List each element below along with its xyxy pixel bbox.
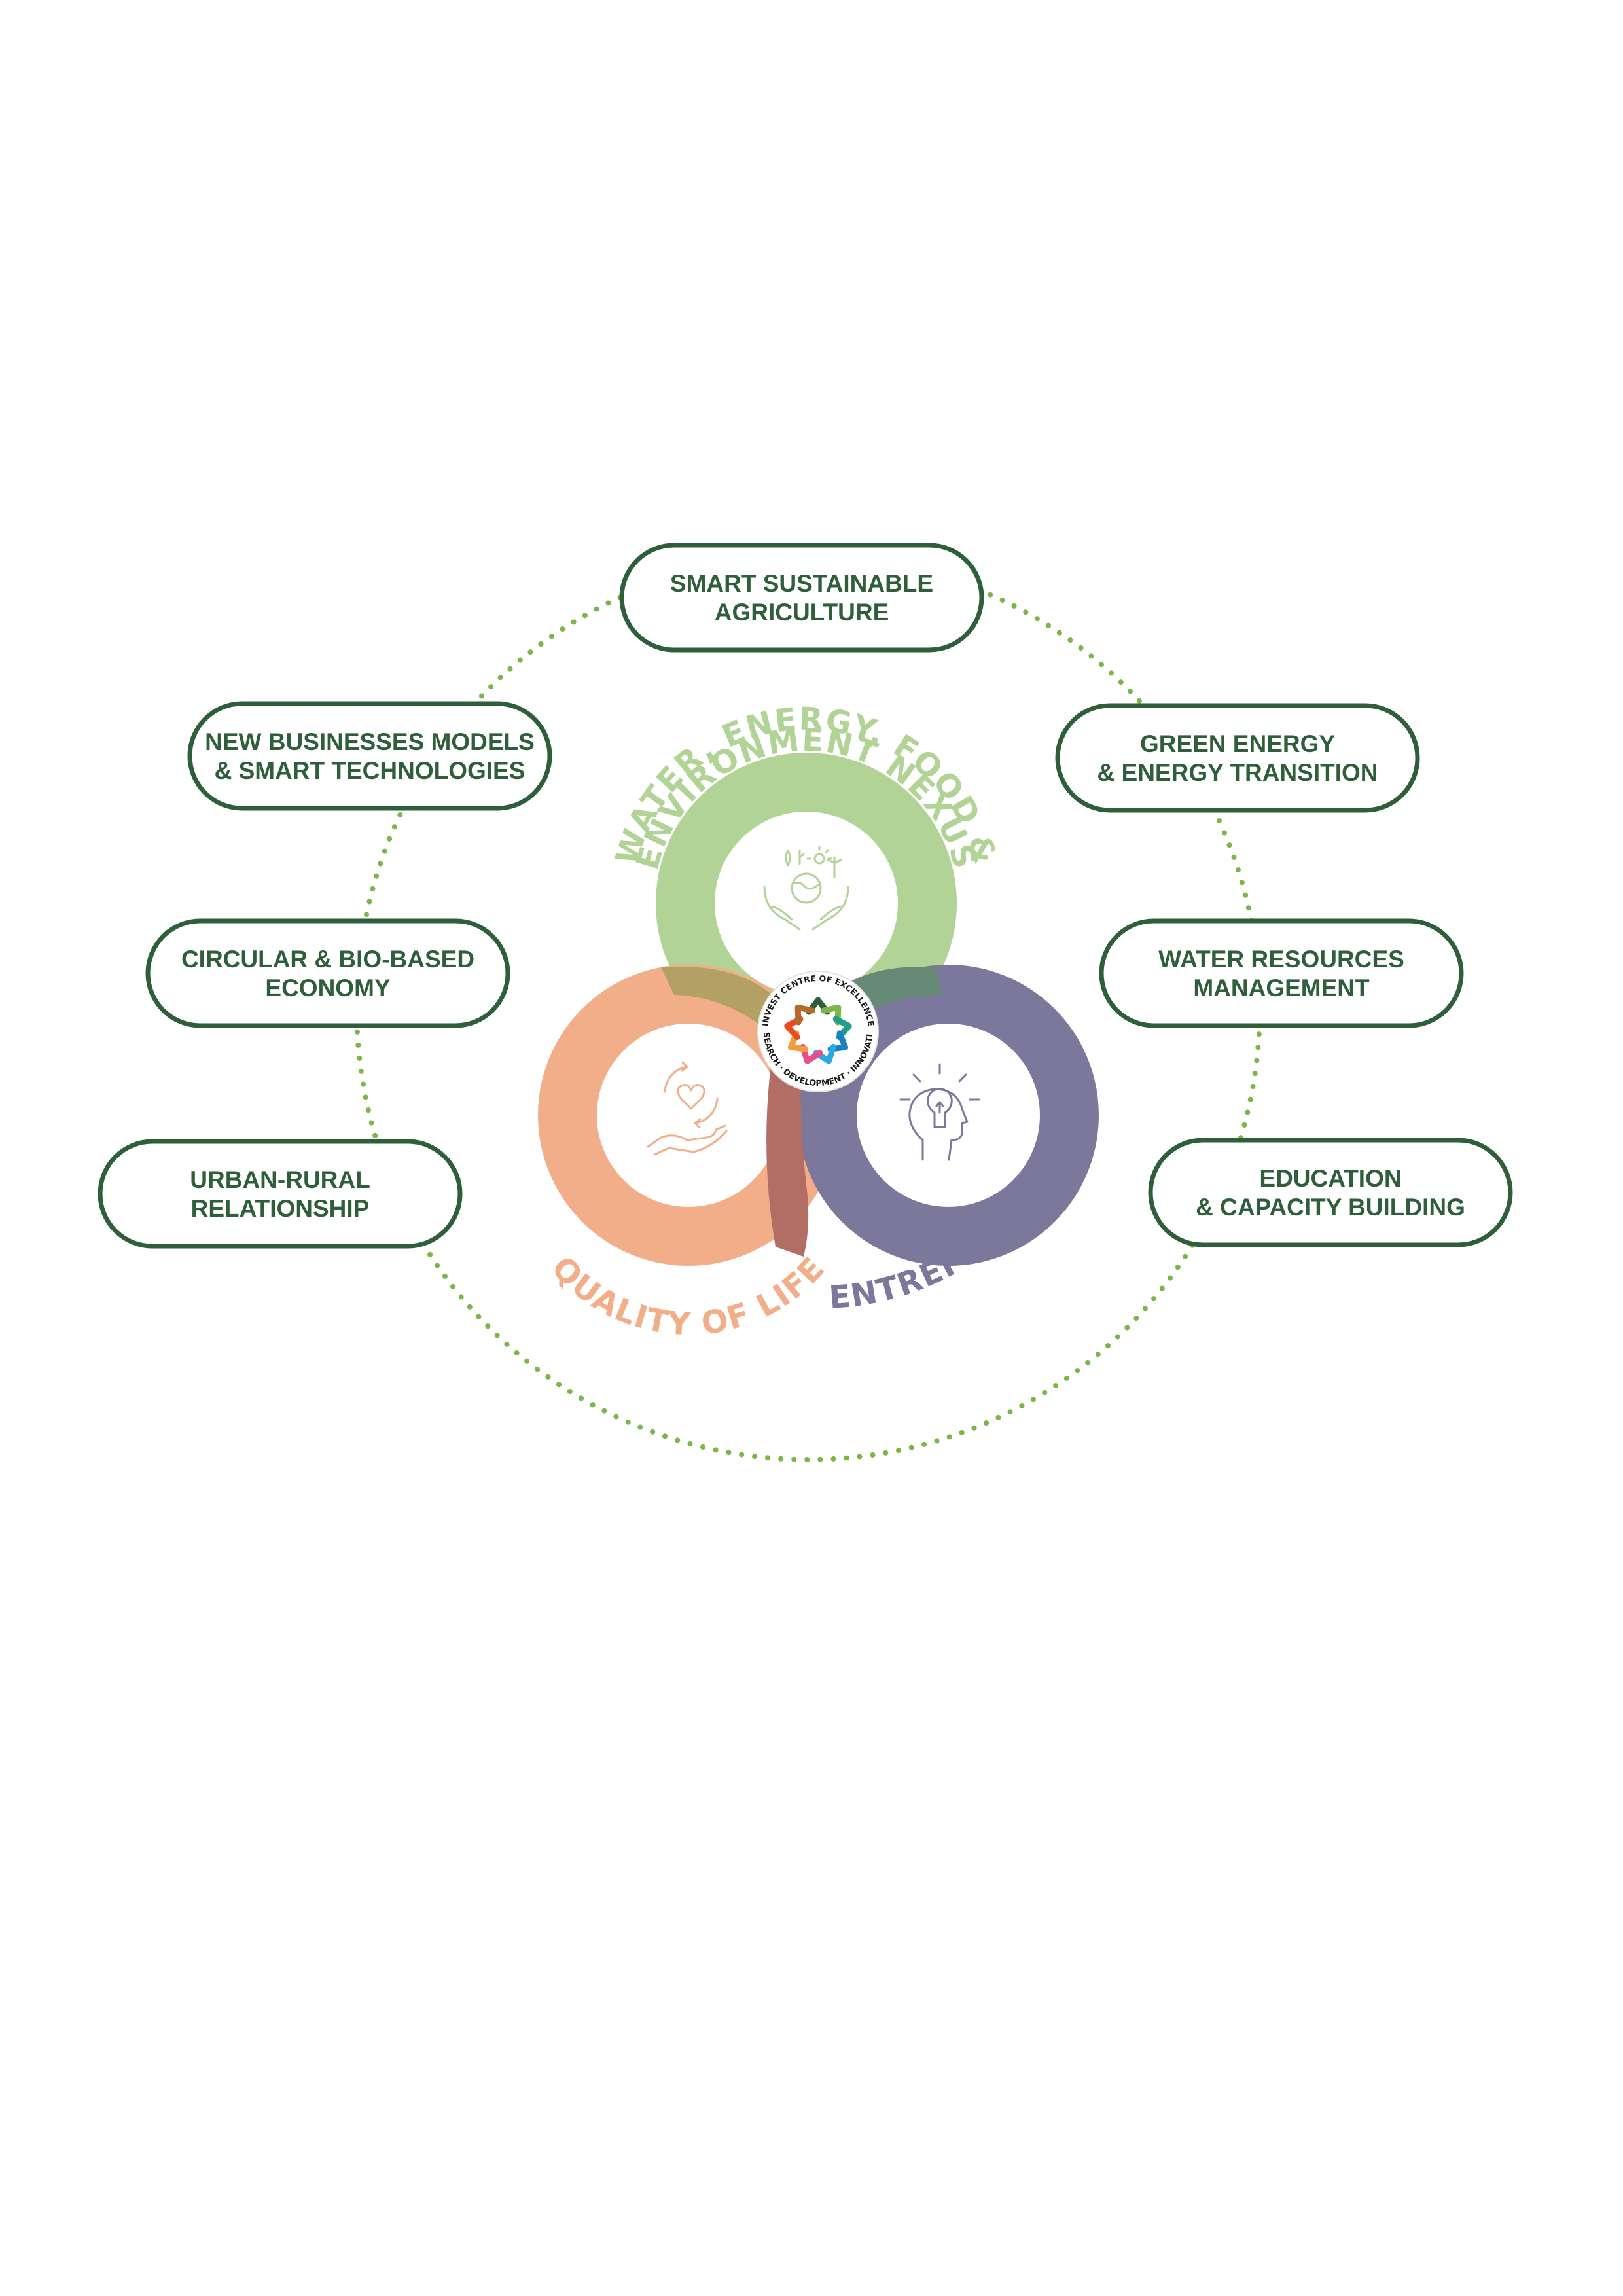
focus-area-label-agriculture-line2: AGRICULTURE [715,599,889,626]
focus-area-label-water-line1: WATER RESOURCES [1158,946,1404,973]
entrepreneurship-ring [798,965,1099,1266]
hands-earth-energy-icon [763,846,849,931]
focus-area-label-education-line1: EDUCATION [1259,1165,1401,1192]
focus-area-label-business-line1: NEW BUSINESSES MODELS [205,728,535,755]
focus-area-pill-business [187,701,552,811]
center-logo-chevrons [784,997,852,1064]
focus-area-label-green-energy-line1: GREEN ENERGY [1140,730,1335,757]
focus-area-pill-circular [145,918,510,1028]
focus-area-label-circular-line1: CIRCULAR & BIO-BASED [181,946,474,973]
focus-area-green-energy: GREEN ENERGY& ENERGY TRANSITION [1055,703,1420,813]
focus-area-label-circular-line2: ECONOMY [265,975,391,1001]
head-lightbulb-icon [899,1063,980,1161]
focus-area-pill-education [1148,1138,1513,1247]
focus-area-label-business-line2: & SMART TECHNOLOGIES [215,757,526,784]
overlap-nexus-quality [661,966,772,1024]
focus-area-label-water-line2: MANAGEMENT [1193,975,1370,1001]
center-logo-chevron [794,1004,815,1026]
focus-area-education: EDUCATION& CAPACITY BUILDING [1148,1138,1513,1247]
focus-area-label-urban-rural-line2: RELATIONSHIP [191,1195,370,1222]
focus-area-label-green-energy-line2: & ENERGY TRANSITION [1097,759,1378,786]
center-logo-badge [757,971,879,1092]
focus-area-business: NEW BUSINESSES MODELS& SMART TECHNOLOGIE… [187,701,552,811]
focus-area-label-urban-rural-line1: URBAN-RURAL [190,1166,370,1193]
focus-area-label-education-line2: & CAPACITY BUILDING [1196,1194,1465,1221]
overlap-quality-entrepreneurship [766,1047,809,1257]
focus-area-pill-water [1099,918,1464,1028]
hand-heart-cycle-icon [647,1061,728,1156]
focus-area-pill-agriculture [619,543,984,653]
focus-area-label-agriculture-line1: SMART SUSTAINABLE [670,570,933,597]
focus-area-pill-urban-rural [98,1139,463,1249]
focus-area-pill-green-energy [1055,703,1420,813]
